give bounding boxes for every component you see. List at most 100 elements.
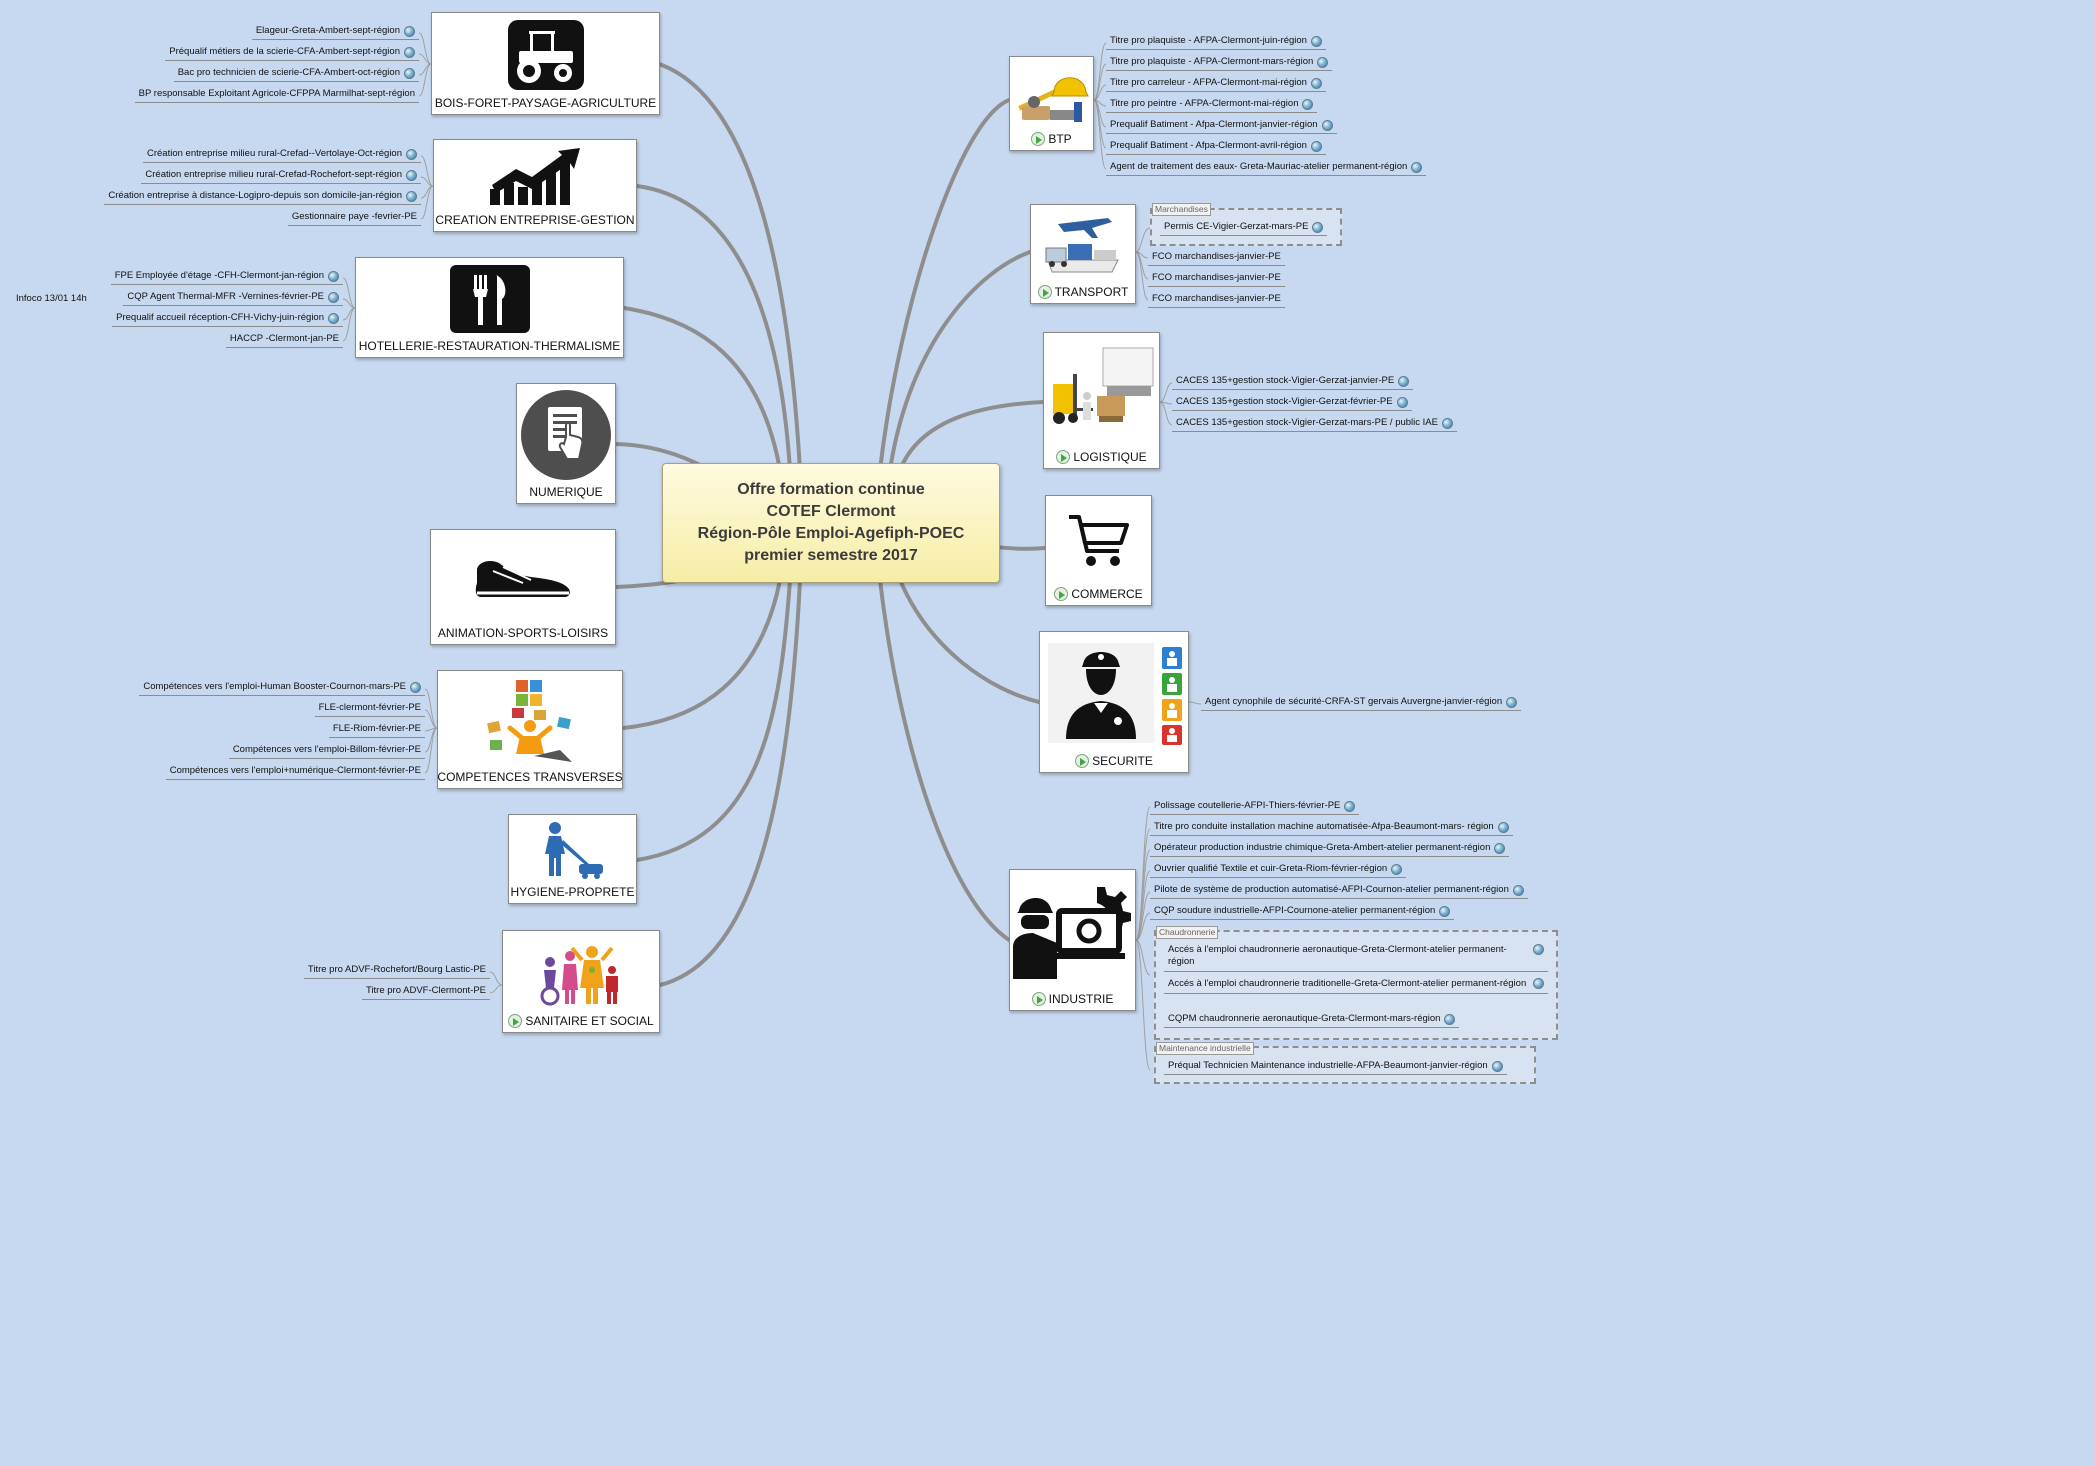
globe-icon bbox=[1344, 800, 1356, 812]
topic-industrie[interactable]: INDUSTRIE bbox=[1009, 869, 1136, 1011]
globe-icon bbox=[1497, 821, 1509, 833]
globe-icon bbox=[1302, 98, 1314, 110]
topic-btp[interactable]: BTP bbox=[1009, 56, 1094, 151]
list-item[interactable]: Titre pro conduite installation machine … bbox=[1150, 821, 1513, 836]
list-item[interactable]: Ouvrier qualifié Textile et cuir-Greta-R… bbox=[1150, 863, 1407, 878]
list-item[interactable]: Création entreprise à distance-Logipro-d… bbox=[104, 190, 421, 205]
list-item[interactable]: Prequalif Batiment - Afpa-Clermont-avril… bbox=[1106, 140, 1326, 155]
topic-hygiene-proprete[interactable]: HYGIENE-PROPRETE bbox=[508, 814, 637, 904]
list-item[interactable]: FLE-clermont-février-PE bbox=[314, 702, 425, 717]
sneaker-icon bbox=[475, 561, 570, 597]
industry-worker-icon bbox=[1012, 887, 1131, 979]
growth-chart-icon bbox=[490, 147, 580, 205]
list-item[interactable]: Titre pro peintre - AFPA-Clermont-mai-ré… bbox=[1106, 98, 1318, 113]
topic-hotellerie[interactable]: HOTELLERIE-RESTAURATION-THERMALISME bbox=[355, 257, 624, 358]
list-item[interactable]: CQP soudure industrielle-AFPI-Cournone-a… bbox=[1150, 905, 1455, 920]
topic-label: NUMERIQUE bbox=[529, 485, 603, 499]
play-icon[interactable] bbox=[1056, 450, 1071, 464]
topic-label: HYGIENE-PROPRETE bbox=[510, 885, 635, 899]
topic-creation-entreprise[interactable]: CREATION ENTREPRISE-GESTION bbox=[433, 139, 637, 232]
list-item[interactable]: Accés à l'emploi chaudronnerie tradition… bbox=[1164, 978, 1548, 994]
list-item[interactable]: CQP Agent Thermal-MFR -Vernines-février-… bbox=[123, 291, 343, 306]
list-item[interactable]: FCO marchandises-janvier-PE bbox=[1148, 251, 1285, 266]
play-icon[interactable] bbox=[1054, 587, 1069, 601]
list-item[interactable]: Création entreprise milieu rural-Crefad-… bbox=[142, 148, 421, 163]
list-item[interactable]: Création entreprise milieu rural-Crefad-… bbox=[141, 169, 421, 184]
globe-icon bbox=[1310, 35, 1322, 47]
globe-icon bbox=[1312, 221, 1324, 233]
topic-commerce[interactable]: COMMERCE bbox=[1045, 495, 1152, 606]
globe-icon bbox=[404, 67, 415, 79]
list-item[interactable]: Compétences vers l'emploi-Human Booster-… bbox=[139, 681, 425, 696]
list-item[interactable]: Titre pro plaquiste - AFPA-Clermont-juin… bbox=[1106, 35, 1326, 50]
list-item[interactable]: FCO marchandises-janvier-PE bbox=[1148, 272, 1285, 287]
topic-label: BTP bbox=[1031, 132, 1072, 146]
list-item[interactable]: FPE Employée d'étage -CFH-Clermont-jan-r… bbox=[110, 270, 343, 285]
list-item[interactable]: Titre pro ADVF-Rochefort/Bourg Lastic-PE bbox=[303, 964, 490, 979]
list-item[interactable]: Agent de traitement des eaux- Greta-Maur… bbox=[1106, 161, 1427, 176]
group-tag-marchandises: Marchandises bbox=[1152, 203, 1211, 216]
list-item[interactable]: Titre pro plaquiste - AFPA-Clermont-mars… bbox=[1106, 56, 1333, 71]
group-tag-maintenance: Maintenance industrielle bbox=[1156, 1042, 1254, 1055]
list-item[interactable]: Accés à l'emploi chaudronnerie aeronauti… bbox=[1164, 944, 1548, 972]
list-item[interactable]: CACES 135+gestion stock-Vigier-Gerzat-ma… bbox=[1172, 417, 1457, 432]
list-item[interactable]: Elageur-Greta-Ambert-sept-région bbox=[251, 25, 419, 40]
list-item[interactable]: Polissage coutellerie-AFPI-Thiers-févrie… bbox=[1150, 800, 1360, 815]
topic-label: COMMERCE bbox=[1054, 587, 1143, 601]
topic-transport[interactable]: TRANSPORT bbox=[1030, 204, 1136, 304]
list-item[interactable]: CACES 135+gestion stock-Vigier-Gerzat-ja… bbox=[1172, 375, 1414, 390]
list-item[interactable]: Opérateur production industrie chimique-… bbox=[1150, 842, 1510, 857]
play-icon[interactable] bbox=[1031, 992, 1046, 1006]
topic-animation-sports[interactable]: ANIMATION-SPORTS-LOISIRS bbox=[430, 529, 616, 645]
topic-label: COMPETENCES TRANSVERSES bbox=[437, 770, 623, 784]
topic-securite[interactable]: SECURITE bbox=[1039, 631, 1189, 773]
floor-cleaner-icon bbox=[544, 822, 603, 879]
topic-sanitaire-social[interactable]: SANITAIRE ET SOCIAL bbox=[502, 930, 660, 1033]
topic-label: BOIS-FORET-PAYSAGE-AGRICULTURE bbox=[434, 96, 657, 110]
play-icon[interactable] bbox=[508, 1014, 523, 1028]
list-item[interactable]: Préqualif métiers de la scierie-CFA-Ambe… bbox=[165, 46, 419, 61]
topic-numerique[interactable]: NUMERIQUE bbox=[516, 383, 616, 504]
central-title-line-1: Offre formation continue bbox=[737, 481, 925, 498]
list-item[interactable]: Préqual Technicien Maintenance industrie… bbox=[1164, 1060, 1507, 1075]
globe-icon bbox=[1441, 417, 1453, 429]
office-apps-icon bbox=[487, 679, 572, 762]
topic-label: INDUSTRIE bbox=[1031, 992, 1113, 1006]
list-item[interactable]: Prequalif accueil réception-CFH-Vichy-ju… bbox=[112, 312, 343, 327]
list-item[interactable]: Pilote de système de production automati… bbox=[1150, 884, 1528, 899]
list-item[interactable]: Compétences vers l'emploi-Billom-février… bbox=[228, 744, 425, 759]
topic-competences-transverses[interactable]: COMPETENCES TRANSVERSES bbox=[437, 670, 623, 789]
play-icon[interactable] bbox=[1037, 285, 1052, 299]
list-item[interactable]: Compétences vers l'emploi+numérique-Cler… bbox=[165, 765, 425, 780]
group-chaudronnerie bbox=[1154, 930, 1558, 1040]
topic-label: TRANSPORT bbox=[1037, 285, 1128, 299]
globe-icon bbox=[1491, 1060, 1503, 1072]
list-item[interactable]: HACCP -Clermont-jan-PE bbox=[225, 333, 343, 348]
list-item[interactable]: CACES 135+gestion stock-Vigier-Gerzat-fé… bbox=[1172, 396, 1412, 411]
topic-logistique[interactable]: LOGISTIQUE bbox=[1043, 332, 1160, 469]
globe-icon bbox=[404, 25, 415, 37]
play-icon[interactable] bbox=[1031, 132, 1046, 146]
list-item[interactable]: Bac pro technicien de scierie-CFA-Ambert… bbox=[173, 67, 419, 82]
globe-icon bbox=[328, 291, 339, 303]
globe-icon bbox=[1398, 375, 1410, 387]
list-item[interactable]: Agent cynophile de sécurité-CRFA-ST gerv… bbox=[1201, 696, 1522, 711]
list-item[interactable]: FCO marchandises-janvier-PE bbox=[1148, 293, 1285, 308]
globe-icon bbox=[1396, 396, 1408, 408]
list-item[interactable]: Prequalif Batiment - Afpa-Clermont-janvi… bbox=[1106, 119, 1337, 134]
list-item[interactable]: Titre pro carreleur - AFPA-Clermont-mai-… bbox=[1106, 77, 1326, 92]
globe-icon bbox=[1317, 56, 1329, 68]
list-item[interactable]: FLE-Riom-février-PE bbox=[328, 723, 425, 738]
list-item[interactable]: Permis CE-Vigier-Gerzat-mars-PE bbox=[1160, 221, 1328, 236]
list-item[interactable]: Gestionnaire paye -fevrier-PE bbox=[287, 211, 421, 226]
list-item[interactable]: CQPM chaudronnerie aeronautique-Greta-Cl… bbox=[1164, 1013, 1460, 1028]
forklift-icon bbox=[1052, 347, 1153, 424]
list-item[interactable]: Titre pro ADVF-Clermont-PE bbox=[361, 985, 490, 1000]
topic-bois-foret[interactable]: BOIS-FORET-PAYSAGE-AGRICULTURE bbox=[431, 12, 660, 115]
globe-icon bbox=[406, 190, 417, 202]
list-item[interactable]: BP responsable Exploitant Agricole-CFPPA… bbox=[134, 88, 419, 103]
play-icon[interactable] bbox=[1075, 754, 1090, 768]
globe-icon bbox=[1494, 842, 1506, 854]
globe-icon bbox=[1391, 863, 1403, 875]
central-topic[interactable]: Offre formation continue COTEF Clermont … bbox=[662, 463, 1000, 583]
